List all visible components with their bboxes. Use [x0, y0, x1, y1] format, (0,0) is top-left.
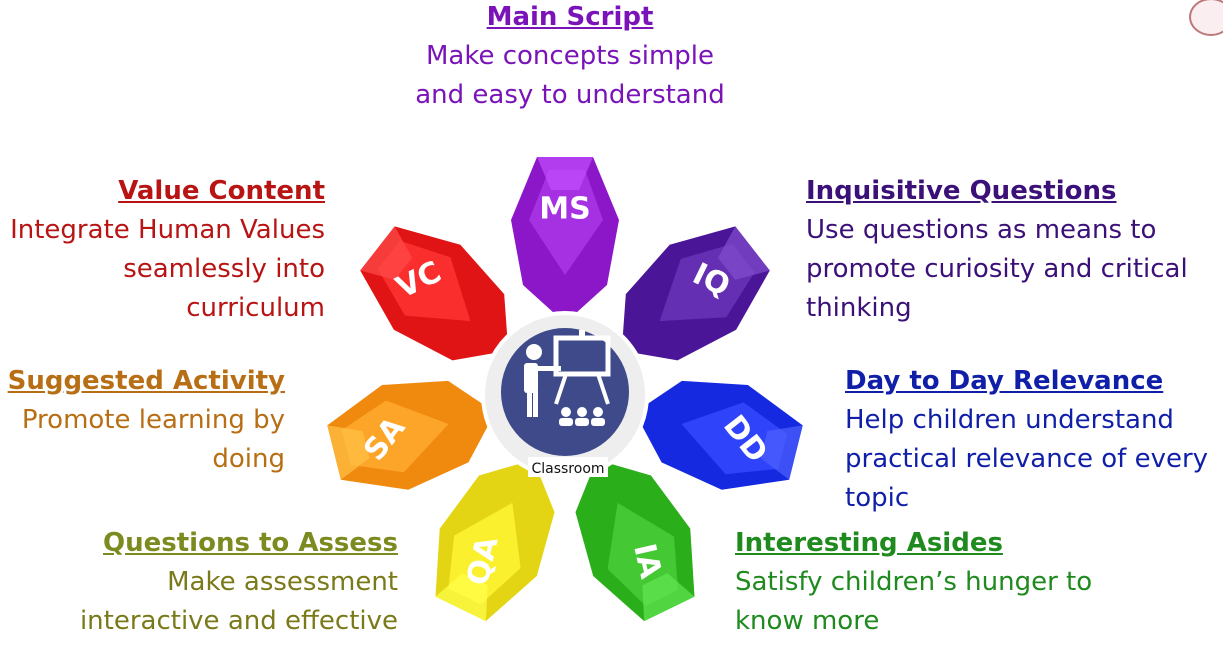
suggested-activity-desc-1: Promote learning by [21, 405, 285, 435]
main-script-desc-2: and easy to understand [415, 80, 725, 110]
petal-sa-highlight [327, 425, 370, 480]
petal-iq-highlight [717, 226, 770, 280]
petal-sa-facet [341, 400, 449, 473]
interesting-asides-label: Interesting Asides Satisfy children’s hu… [735, 524, 1115, 641]
main-script-desc-1: Make concepts simple [425, 41, 715, 71]
inquisitive-questions-desc-3: thinking [806, 293, 912, 323]
petal-ms: MS [511, 157, 619, 323]
questions-to-assess-desc-1: Make assessment [167, 567, 398, 597]
petal-iq: IQ [621, 226, 770, 361]
petal-ms-abbr: MS [539, 192, 590, 227]
interesting-asides-desc-1: Satisfy children’s hunger to [735, 567, 1093, 597]
questions-to-assess-label: Questions to Assess Make assessment inte… [60, 524, 398, 641]
logo-badge [1189, 0, 1223, 36]
questions-to-assess-title: Questions to Assess [103, 528, 398, 558]
inquisitive-questions-desc-1: Use questions as means to [806, 215, 1157, 245]
inquisitive-questions-title: Inquisitive Questions [806, 176, 1117, 206]
petal-ia: IA [575, 459, 695, 622]
petal-vc-highlight [360, 226, 413, 280]
day-to-day-relevance-desc-2: practical relevance of every [845, 444, 1209, 474]
petal-qa: QA [435, 459, 555, 622]
value-content-desc-1: Integrate Human Values [10, 215, 325, 245]
day-to-day-relevance-title: Day to Day Relevance [845, 366, 1164, 396]
suggested-activity-label: Suggested Activity Promote learning by d… [0, 362, 285, 479]
interesting-asides-desc-2: know more [735, 606, 880, 636]
main-script-title: Main Script [486, 2, 654, 32]
value-content-title: Value Content [118, 176, 325, 206]
day-to-day-relevance-label: Day to Day Relevance Help children under… [845, 362, 1223, 518]
petal-ms-highlight [537, 157, 593, 190]
center-label-bg [528, 457, 608, 477]
suggested-activity-title: Suggested Activity [7, 366, 285, 396]
petal-dd: DD [634, 380, 803, 490]
teacher-board-icon [524, 330, 611, 426]
value-content-desc-2: seamlessly into [123, 254, 325, 284]
petal-vc: VC [360, 226, 509, 361]
day-to-day-relevance-desc-3: topic [845, 483, 910, 513]
main-script-label: Main Script Make concepts simple and eas… [380, 0, 760, 115]
petal-dd-highlight [760, 425, 803, 480]
value-content-desc-3: curriculum [186, 293, 325, 323]
petal-qa-highlight [435, 573, 488, 622]
day-to-day-relevance-desc-1: Help children understand [845, 405, 1174, 435]
value-content-label: Value Content Integrate Human Values sea… [0, 172, 325, 328]
inquisitive-questions-label: Inquisitive Questions Use questions as m… [806, 172, 1216, 328]
petal-ms-facet [529, 170, 603, 275]
suggested-activity-desc-2: doing [212, 444, 285, 474]
interesting-asides-title: Interesting Asides [735, 528, 1003, 558]
questions-to-assess-desc-2: interactive and effective [79, 606, 398, 636]
petal-dd-facet [681, 402, 788, 475]
center-label: Classroom [531, 461, 604, 477]
inquisitive-questions-desc-2: promote curiosity and critical [806, 254, 1188, 284]
petal-sa: SA [327, 380, 496, 490]
petal-ia-highlight [642, 573, 695, 622]
